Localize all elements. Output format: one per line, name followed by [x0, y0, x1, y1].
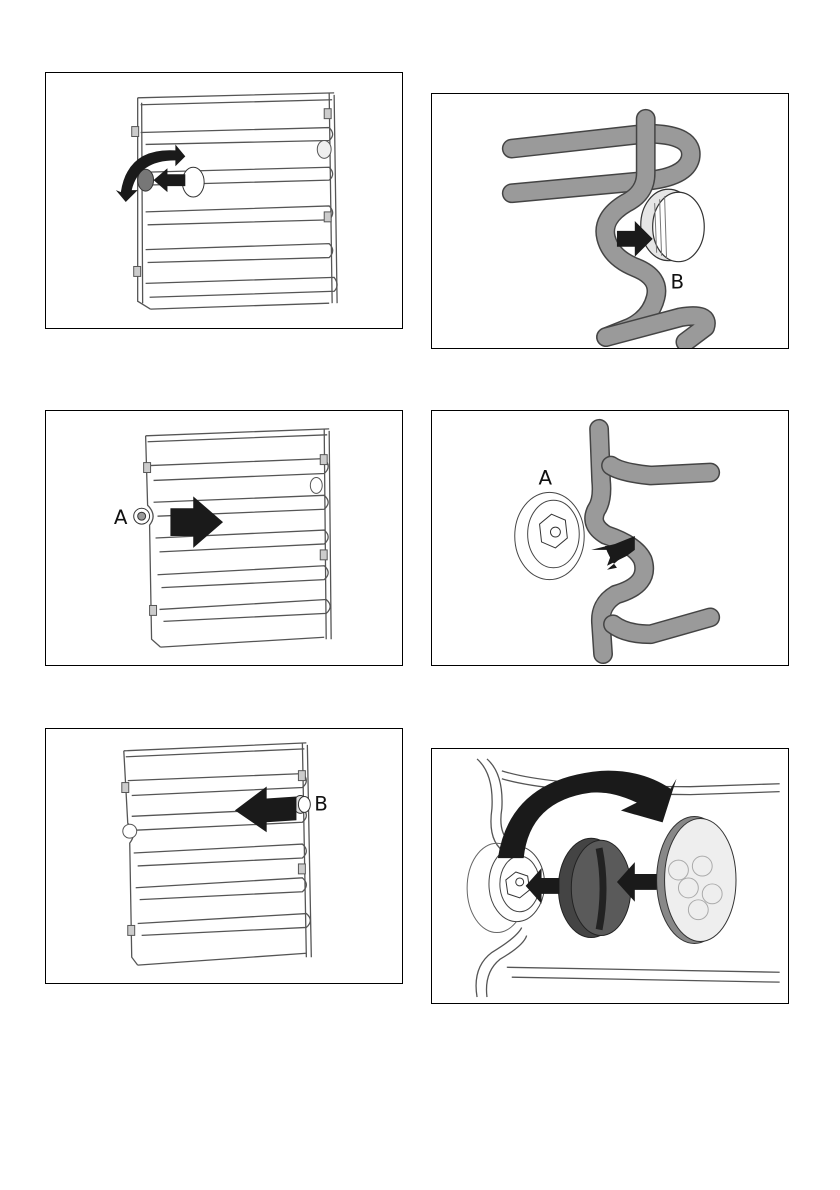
rail-wire: [594, 429, 710, 654]
move-right-arrow-icon: [170, 496, 223, 548]
shelf-support-wire: [132, 93, 337, 309]
label-b: B: [314, 792, 328, 815]
illustration-cap-b-closeup: B: [431, 93, 789, 349]
label-a: A: [114, 506, 128, 529]
cap-b-closeup-drawing: B: [432, 94, 788, 348]
knurled-nut: [558, 838, 630, 937]
shelf-support-drawing: [46, 73, 402, 328]
cap-and-arrows: [116, 144, 204, 202]
illustration-bolt-a-closeup: A: [431, 410, 789, 666]
illustration-remove-cap-rotate: [45, 72, 403, 329]
label-b: B: [671, 270, 685, 293]
shelf-support-wire: [144, 429, 332, 647]
cover-disc: [657, 816, 736, 943]
label-a: A: [539, 466, 553, 489]
cap-assembly-drawing: [432, 749, 788, 1003]
illustration-cap-assembly: [431, 748, 789, 1004]
illustration-shelf-support-a: A: [45, 410, 403, 666]
shelf-support-wire: [122, 743, 312, 965]
bolt-a: [134, 508, 150, 524]
cap-b: [641, 189, 705, 261]
shelf-support-a-drawing: A: [46, 411, 402, 665]
bolt-a-closeup-drawing: A: [432, 411, 788, 665]
illustration-shelf-support-b: B: [45, 728, 403, 984]
shelf-support-b-drawing: B: [46, 729, 402, 983]
bolt-a: [515, 492, 584, 579]
